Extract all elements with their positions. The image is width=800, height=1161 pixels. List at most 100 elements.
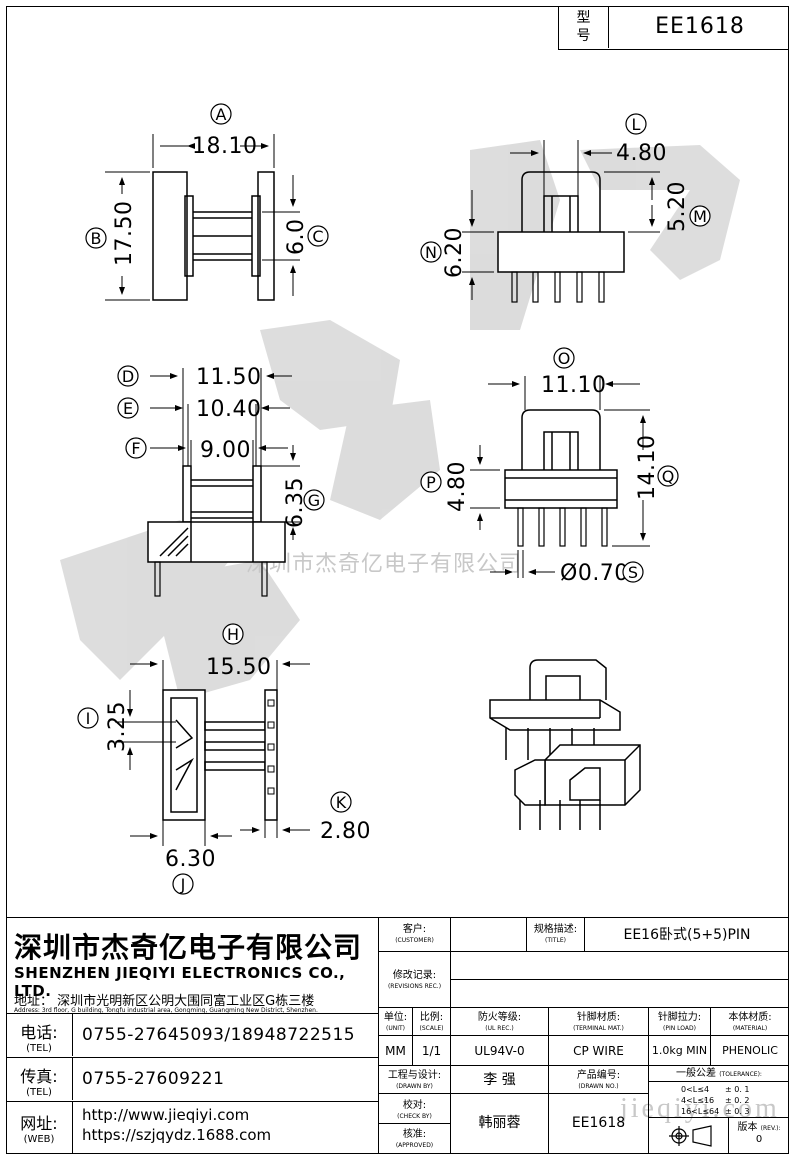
web-label-en: (WEB)	[23, 1134, 55, 1145]
web-label: 网址:	[20, 1114, 58, 1133]
tolerance-label: 一般公差 (TOLERANCE):	[649, 1066, 789, 1082]
dim-q-text: 14.10	[635, 435, 660, 500]
letter-s: S	[628, 563, 638, 582]
letter-g: G	[308, 491, 320, 510]
view-isometric	[489, 659, 641, 830]
watermark-url: jieqiyi.com	[620, 1093, 780, 1124]
letter-n: N	[425, 243, 437, 262]
revisions-label: 修改记录:(REVISIONS REC.)	[379, 952, 451, 1008]
pinload-value: 1.0kg MIN	[649, 1036, 711, 1066]
model-label: 型 号	[559, 6, 609, 48]
letter-d: D	[122, 367, 134, 386]
web-link-2[interactable]: https://szjqydz.1688.com	[82, 1126, 272, 1144]
dim-k-text: 2.80	[320, 819, 371, 844]
letter-e: E	[123, 399, 133, 418]
scale-value: 1/1	[413, 1036, 451, 1066]
dim-j-text: 6.30	[165, 847, 216, 872]
approved-label: 核准:(APPROVED)	[379, 1124, 451, 1153]
dim-a-text: 18.10	[192, 134, 257, 159]
dim-s-text: Ø0.70	[560, 561, 629, 586]
dim-o-text: 11.10	[541, 373, 606, 398]
address-label: 地址：	[14, 994, 54, 1009]
fax-label: 传真:	[20, 1067, 58, 1086]
model-value: EE1618	[655, 14, 745, 39]
terminal-value: CP WIRE	[549, 1036, 649, 1066]
material-value: PHENOLIC	[711, 1036, 789, 1066]
tel-label-en: (TEL)	[26, 1043, 52, 1054]
company-name: 深圳市杰奇亿电子有限公司	[14, 931, 363, 964]
dim-e-text: 10.40	[196, 397, 261, 422]
web-row: 网址: (WEB) http://www.jieqiyi.com https:/…	[6, 1102, 379, 1153]
ul-value: UL94V-0	[451, 1036, 549, 1066]
letter-l: L	[632, 115, 641, 134]
view-front	[147, 368, 300, 597]
dim-m-text: 5.20	[665, 181, 690, 232]
model-box: 型 号 EE1618	[558, 6, 789, 50]
letter-a: A	[216, 105, 227, 124]
fax-row: 传真: (TEL) 0755-27609221	[6, 1058, 379, 1102]
letter-f: F	[131, 439, 140, 458]
dim-c-text: 6.0	[284, 219, 309, 256]
model-label-bottom: 号	[576, 28, 591, 44]
revisions-line-2	[451, 980, 789, 1008]
material-header: 本体材质:(MATERIAL)	[711, 1008, 789, 1036]
approved-value: 韩丽蓉	[451, 1094, 549, 1153]
tel-label: 电话:	[20, 1023, 58, 1042]
pinload-header: 针脚拉力:(PIN LOAD)	[649, 1008, 711, 1036]
scale-header: 比例:(SCALE)	[413, 1008, 451, 1036]
watermark-text: 深圳市杰奇亿电子有限公司	[246, 552, 523, 577]
fax-value: 0755-27609221	[82, 1069, 225, 1089]
view-end	[470, 376, 650, 578]
letter-o: O	[558, 349, 571, 368]
projection-icon	[669, 1125, 712, 1147]
check-label: 校对:(CHECK BY)	[379, 1094, 451, 1124]
ul-header: 防火等级:(UL REC.)	[451, 1008, 549, 1036]
company-area: 深圳市杰奇亿电子有限公司 SHENZHEN JIEQIYI ELECTRONIC…	[6, 918, 379, 1014]
title-value: EE16卧式(5+5)PIN	[585, 918, 789, 952]
tel-value: 0755-27645093/18948722515	[82, 1025, 356, 1045]
unit-value: MM	[379, 1036, 413, 1066]
dim-l-text: 4.80	[616, 141, 667, 166]
customer-value	[451, 918, 527, 952]
unit-header: 单位:(UNIT)	[379, 1008, 413, 1036]
tel-row: 电话: (TEL) 0755-27645093/18948722515	[6, 1014, 379, 1058]
address-line: 地址： 深圳市光明新区公明大围同富工业区G栋三楼	[14, 990, 314, 1009]
rev-label: 版本	[737, 1122, 758, 1133]
letter-p: P	[426, 473, 436, 492]
company-name-en: SHENZHEN JIEQIYI ELECTRONICS CO., LTD.	[14, 964, 346, 1000]
terminal-header: 针脚材质:(TERMINAL MAT.)	[549, 1008, 649, 1036]
rev-cell: 版本 (REV.): 0	[737, 1122, 781, 1145]
address-en: Address: 3rd floor, G building, Tongfu i…	[14, 1007, 318, 1014]
title-block: 深圳市杰奇亿电子有限公司 SHENZHEN JIEQIYI ELECTRONIC…	[6, 917, 789, 1154]
letter-k: K	[336, 793, 347, 812]
revisions-line-1	[451, 952, 789, 980]
address: 深圳市光明新区公明大围同富工业区G栋三楼	[57, 994, 315, 1009]
letter-b: B	[91, 229, 102, 248]
technical-drawing: 18.10 17.50 6.0 11.50 10.40 9.00 6.35 15…	[77, 103, 711, 895]
fax-label-en: (TEL)	[26, 1087, 52, 1098]
drawn-label: 工程与设计:(DRAWN BY)	[379, 1066, 451, 1094]
view-bottom	[115, 660, 310, 846]
drawn-value: 李 强	[451, 1066, 549, 1094]
pn-value: EE1618	[549, 1094, 649, 1153]
drawing-frame	[6, 6, 789, 1154]
view-top	[105, 134, 300, 301]
title-label: 规格描述:(TITLE)	[527, 918, 585, 952]
letter-i: I	[86, 709, 91, 728]
dim-h-text: 15.50	[206, 655, 271, 680]
view-side	[462, 140, 660, 303]
dim-f-text: 9.00	[200, 438, 251, 463]
tolerance-table: 0<L≤4± 0. 1 4<L≤16± 0. 2 16<L≤64± 0. 3	[649, 1082, 789, 1118]
rev-value: 0	[755, 1134, 763, 1145]
letter-q: Q	[662, 467, 675, 486]
dim-d-text: 11.50	[196, 365, 261, 390]
dim-b-text: 17.50	[112, 201, 137, 266]
pn-label: 产品编号:(DRAWN NO.)	[549, 1066, 649, 1094]
projection-symbol	[649, 1118, 729, 1153]
customer-label: 客户:(CUSTOMER)	[379, 918, 451, 952]
letter-h: H	[227, 625, 239, 644]
web-link-1[interactable]: http://www.jieqiyi.com	[82, 1106, 250, 1124]
letter-c: C	[312, 227, 323, 246]
dim-p-text: 4.80	[445, 461, 470, 512]
dim-n-text: 6.20	[442, 227, 467, 278]
